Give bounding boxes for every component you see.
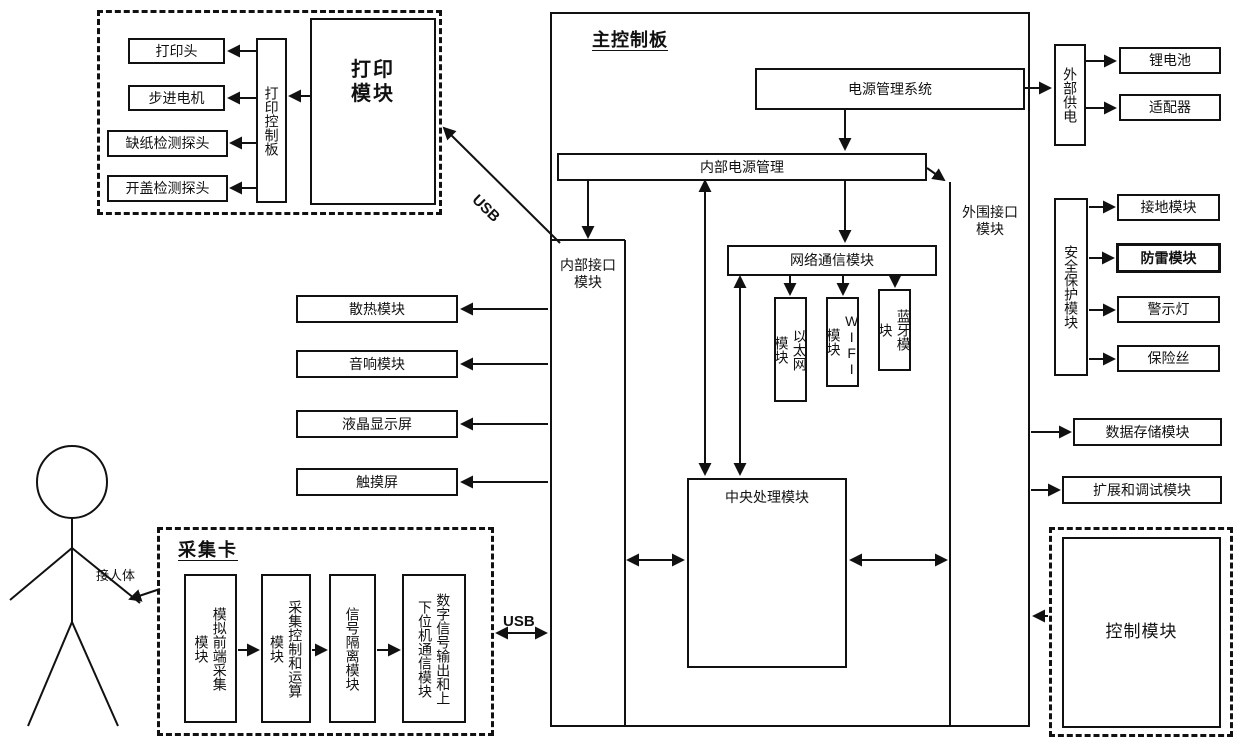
- node-control-module: 控制模块: [1062, 537, 1221, 728]
- node-network-comm-module: 网络通信模块: [727, 245, 937, 276]
- node-adapter: 适配器: [1119, 94, 1221, 121]
- node-label: 中央处理模块: [725, 489, 809, 505]
- node-audio-module: 音响模块: [296, 350, 458, 378]
- node-label: 缺纸检测探头: [125, 135, 210, 152]
- node-label: 外围接口模块: [962, 203, 1018, 238]
- node-acq-control-compute-module: 采集控制和运算模块: [261, 574, 311, 723]
- node-analog-frontend-module: 模拟前端采集模块: [184, 574, 237, 723]
- node-external-power: 外部供电: [1054, 44, 1086, 146]
- node-internal-power-mgmt: 内部电源管理: [557, 153, 927, 181]
- node-print-head: 打印头: [128, 38, 225, 64]
- node-cooling-module: 散热模块: [296, 295, 458, 323]
- acquisition-card-title: 采集卡: [178, 540, 238, 560]
- node-touch-screen: 触摸屏: [296, 468, 458, 496]
- node-wifi-module: WIFI模块: [825, 297, 860, 387]
- node-label: 控制模块: [1105, 622, 1178, 642]
- node-lightning-protection-module: 防雷模块: [1116, 243, 1221, 273]
- node-stepper-motor: 步进电机: [128, 85, 225, 111]
- node-fuse: 保险丝: [1117, 345, 1220, 372]
- node-label: 数字信号输出和上下位机通信模块: [417, 592, 452, 705]
- node-expansion-debug-module: 扩展和调试模块: [1062, 476, 1222, 504]
- node-label: 网络通信模块: [790, 252, 874, 269]
- node-label: 外部供电: [1062, 67, 1079, 123]
- node-label: 打印头: [155, 42, 198, 59]
- main-board-title: 主控制板: [592, 30, 668, 50]
- node-label: 扩展和调试模块: [1093, 481, 1191, 498]
- node-label: 警示灯: [1147, 301, 1190, 318]
- node-label: 信号隔离模块: [344, 606, 361, 691]
- node-label: 步进电机: [148, 89, 205, 106]
- node-label: 适配器: [1149, 99, 1191, 116]
- node-label: 触摸屏: [356, 473, 398, 490]
- node-label: 以太网模块: [773, 328, 808, 371]
- node-paper-out-sensor: 缺纸检测探头: [107, 130, 228, 157]
- node-label: 蓝牙模块: [877, 309, 912, 351]
- node-label: 音响模块: [349, 355, 405, 372]
- node-label: 液晶显示屏: [342, 415, 412, 432]
- acquisition-card-frame: [157, 527, 494, 736]
- node-grounding-module: 接地模块: [1117, 194, 1220, 221]
- node-lcd-screen: 液晶显示屏: [296, 410, 458, 438]
- node-label: 内部接口模块: [560, 256, 616, 291]
- node-label: 锂电池: [1149, 52, 1191, 69]
- node-label: 保险丝: [1147, 350, 1190, 367]
- node-label: 模拟前端采集模块: [193, 606, 228, 691]
- node-print-control-board: 打印控制板: [256, 38, 287, 203]
- node-internal-interface: 内部接口模块: [552, 245, 624, 303]
- node-power-mgmt-system: 电源管理系统: [755, 68, 1025, 110]
- node-data-storage-module: 数据存储模块: [1073, 418, 1222, 446]
- node-label: 打印模块: [351, 59, 395, 105]
- usb-bottom-label: USB: [503, 613, 535, 630]
- node-cover-open-sensor: 开盖检测探头: [107, 175, 228, 202]
- node-label: 数据存储模块: [1105, 423, 1190, 440]
- node-cpu-module: 中央处理模块: [687, 478, 847, 668]
- node-bluetooth-module: 蓝牙模块: [877, 289, 912, 371]
- node-lithium-battery: 锂电池: [1119, 47, 1221, 74]
- node-signal-isolation-module: 信号隔离模块: [329, 574, 376, 723]
- main-board-frame: [550, 12, 1030, 727]
- human-figure-icon: [9, 445, 141, 727]
- control-module-frame: [1049, 527, 1233, 737]
- node-label: 接地模块: [1140, 199, 1197, 216]
- usb-top-label: USB: [468, 191, 504, 226]
- node-label: 防雷模块: [1140, 249, 1197, 266]
- node-label: WIFI模块: [825, 313, 860, 377]
- node-peripheral-interface: 外围接口模块: [953, 192, 1027, 250]
- node-print-module: 打印模块: [310, 18, 436, 205]
- node-digital-output-comm-module: 数字信号输出和上下位机通信模块: [402, 574, 466, 723]
- node-ethernet-module: 以太网模块: [773, 297, 808, 402]
- node-safety-protection-module: 安全保护模块: [1054, 198, 1088, 376]
- node-label: 电源管理系统: [848, 80, 932, 97]
- node-label: 内部电源管理: [700, 158, 784, 175]
- node-label: 采集控制和运算模块: [269, 599, 304, 698]
- printer-cluster-frame: [97, 10, 442, 215]
- node-label: 开盖检测探头: [125, 180, 210, 197]
- node-label: 散热模块: [349, 300, 405, 317]
- node-label: 打印控制板: [263, 85, 280, 156]
- connect-body-label: 接人体: [96, 568, 136, 583]
- node-warning-light: 警示灯: [1117, 296, 1220, 323]
- node-label: 安全保护模块: [1063, 245, 1080, 329]
